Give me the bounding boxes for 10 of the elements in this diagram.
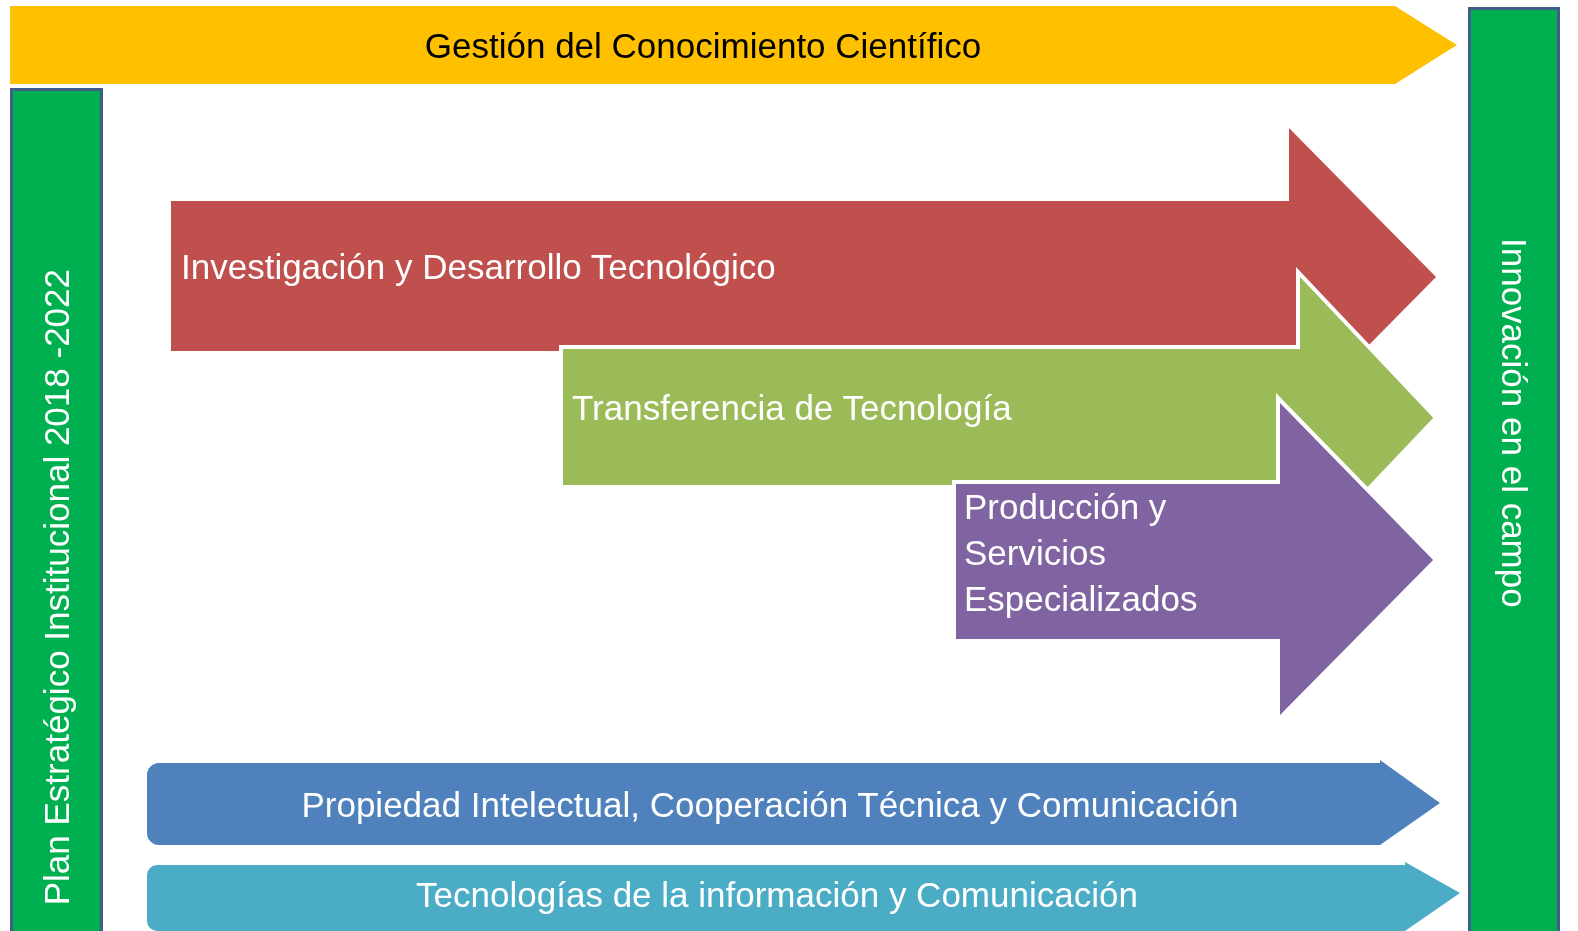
banner-label: Producción y Servicios Especializados (964, 486, 1199, 620)
banner-label: Propiedad Intelectual, Cooperación Técnica y Comunicación (301, 784, 1239, 826)
vertical-bar (10, 88, 103, 931)
bar-label: Plan Estratégico Institucional 2018 -2022 (35, 268, 77, 905)
vertical-bar (1468, 7, 1560, 931)
banner-label: Investigación y Desarrollo Tecnológico (181, 246, 776, 288)
banner-label: Tecnologías de la información y Comunicación (416, 874, 1138, 916)
bar-label: Innovación en el campo (1494, 238, 1535, 608)
banner-label: Transferencia de Tecnología (572, 387, 1012, 429)
banner-label: Gestión del Conocimiento Científico (424, 25, 982, 67)
